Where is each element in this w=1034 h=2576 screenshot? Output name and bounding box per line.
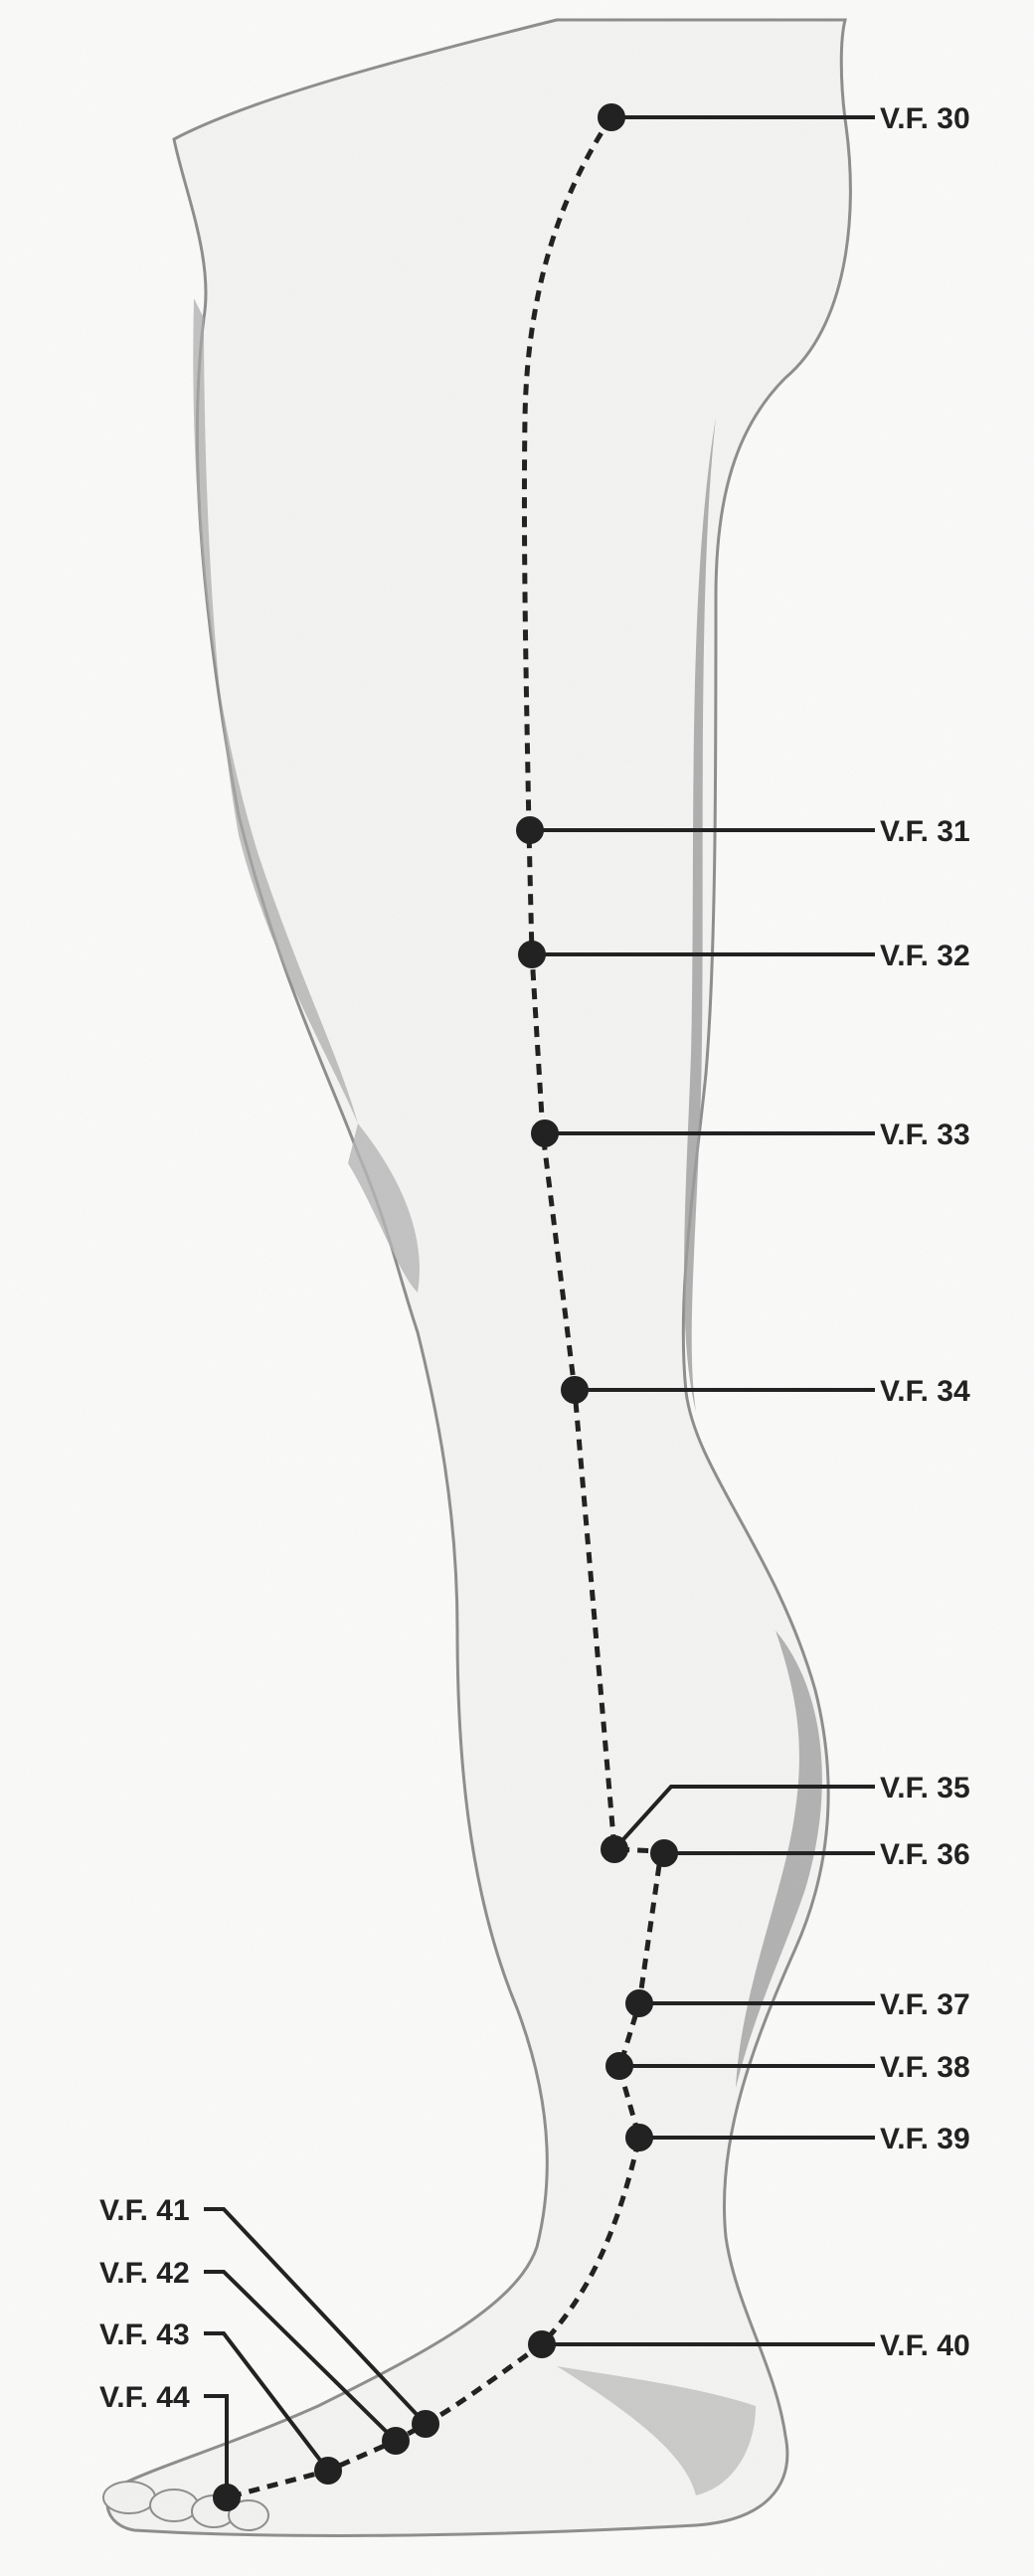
point-vf40 <box>528 2330 556 2358</box>
point-vf44 <box>213 2484 241 2511</box>
label-vf37: V.F. 37 <box>880 1988 970 2021</box>
label-vf34: V.F. 34 <box>880 1375 970 1408</box>
point-vf37 <box>625 1989 653 2017</box>
point-labels: V.F. 30 V.F. 31 V.F. 32 V.F. 33 V.F. 34 … <box>99 102 970 2414</box>
label-vf33: V.F. 33 <box>880 1118 970 1151</box>
point-vf31 <box>516 816 544 844</box>
point-vf32 <box>518 941 546 968</box>
point-vf35 <box>601 1835 628 1863</box>
label-vf35: V.F. 35 <box>880 1772 970 1804</box>
label-vf40: V.F. 40 <box>880 2329 970 2362</box>
point-vf30 <box>598 103 625 131</box>
point-vf38 <box>605 2052 633 2080</box>
label-vf43: V.F. 43 <box>99 2318 190 2351</box>
point-vf42 <box>382 2427 410 2455</box>
label-vf36: V.F. 36 <box>880 1838 970 1871</box>
meridian-path <box>226 115 664 2500</box>
acupuncture-points <box>204 103 875 2511</box>
point-vf34 <box>561 1376 589 1404</box>
point-vf41 <box>412 2410 439 2438</box>
label-vf38: V.F. 38 <box>880 2051 970 2084</box>
label-vf41: V.F. 41 <box>99 2194 190 2227</box>
label-vf31: V.F. 31 <box>880 815 970 848</box>
label-vf42: V.F. 42 <box>99 2257 190 2290</box>
point-vf43 <box>314 2457 342 2485</box>
point-vf33 <box>531 1119 559 1147</box>
label-vf32: V.F. 32 <box>880 940 970 972</box>
point-vf36 <box>650 1839 678 1867</box>
point-vf39 <box>625 2124 653 2151</box>
label-vf39: V.F. 39 <box>880 2123 970 2155</box>
label-vf30: V.F. 30 <box>880 102 970 135</box>
label-vf44: V.F. 44 <box>99 2381 190 2414</box>
